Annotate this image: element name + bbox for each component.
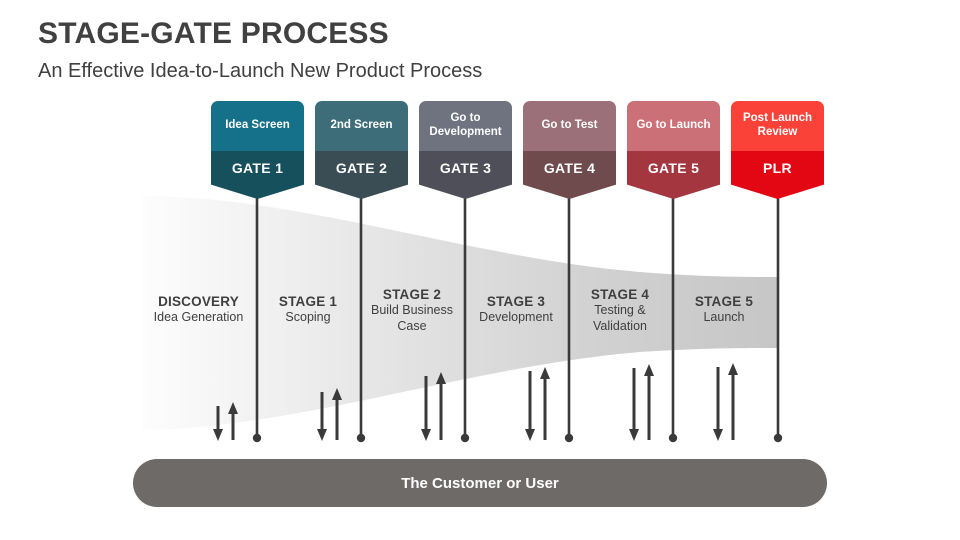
- feedback-arrow-pair-5: [629, 364, 654, 441]
- stage-label-4: STAGE 4 Testing & Validation: [571, 287, 669, 334]
- gate-decision-2[interactable]: 2nd Screen: [315, 101, 408, 151]
- feedback-arrow-up-head-1: [228, 402, 238, 414]
- feedback-arrow-up-head-6: [728, 363, 738, 375]
- gate-label-6: PLR: [763, 159, 792, 176]
- stage-name-3: STAGE 3: [486, 294, 546, 309]
- feedback-arrow-down-head-6: [713, 429, 723, 441]
- feedback-arrow-pair-6: [713, 363, 738, 441]
- gate-body-4[interactable]: GATE 4: [523, 151, 616, 199]
- gate-decision-1[interactable]: Idea Screen: [211, 101, 304, 151]
- feedback-arrow-pair-2: [317, 388, 342, 441]
- gate-label-4: GATE 4: [543, 159, 596, 176]
- feedback-arrow-down-head-4: [525, 429, 535, 441]
- gate-connector-dot-3: [460, 433, 470, 443]
- customer-or-user-bar[interactable]: The Customer or User: [133, 459, 827, 507]
- stage-name-5: STAGE 5: [694, 294, 754, 309]
- gate-column-6[interactable]: Post Launch Review PLR: [731, 101, 824, 199]
- feedback-arrow-down-head-2: [317, 429, 327, 441]
- gate-column-3[interactable]: Go to Development GATE 3: [419, 101, 512, 199]
- gate-column-5[interactable]: Go to Launch GATE 5: [627, 101, 720, 199]
- gate-column-2[interactable]: 2nd Screen GATE 2: [315, 101, 408, 199]
- stage-desc-2: Build Business Case: [371, 303, 453, 333]
- feedback-arrow-up-head-3: [436, 372, 446, 384]
- customer-feedback-arrows: [213, 363, 738, 441]
- gate-decision-3[interactable]: Go to Development: [419, 101, 512, 151]
- gate-column-4[interactable]: Go to Test GATE 4: [523, 101, 616, 199]
- feedback-arrow-up-head-4: [540, 367, 550, 379]
- gate-body-2[interactable]: GATE 2: [315, 151, 408, 199]
- feedback-arrow-pair-1: [213, 402, 238, 441]
- stage-name-4: STAGE 4: [590, 287, 650, 302]
- feedback-arrow-down-head-3: [421, 429, 431, 441]
- gate-label-5: GATE 5: [647, 159, 700, 176]
- gate-connector-dot-5: [668, 433, 678, 443]
- gate-body-6[interactable]: PLR: [731, 151, 824, 199]
- feedback-arrow-up-head-2: [332, 388, 342, 400]
- stage-label-5: STAGE 5 Launch: [675, 294, 773, 326]
- page-subtitle: An Effective Idea-to-Launch New Product …: [38, 60, 483, 82]
- gate-connector-dot-2: [356, 433, 366, 443]
- gate-label-3: GATE 3: [439, 159, 492, 176]
- gate-body-3[interactable]: GATE 3: [419, 151, 512, 199]
- feedback-arrow-down-head-5: [629, 429, 639, 441]
- stage-name-1: STAGE 1: [278, 294, 338, 309]
- gate-body-1[interactable]: GATE 1: [211, 151, 304, 199]
- gate-connector-dot-6: [773, 433, 783, 443]
- gate-decision-5[interactable]: Go to Launch: [627, 101, 720, 151]
- stage-desc-3: Development: [479, 310, 553, 325]
- gate-connector-dot-4: [564, 433, 574, 443]
- stage-label-discovery: DISCOVERY Idea Generation: [142, 294, 255, 326]
- gate-label-1: GATE 1: [231, 159, 284, 176]
- gate-column-1[interactable]: Idea Screen GATE 1: [211, 101, 304, 199]
- stage-desc-5: Launch: [703, 310, 745, 325]
- gate-decision-4[interactable]: Go to Test: [523, 101, 616, 151]
- feedback-arrow-pair-3: [421, 372, 446, 441]
- stage-desc-1: Scoping: [285, 310, 331, 325]
- feedback-arrow-pair-4: [525, 367, 550, 441]
- stage-name-discovery: DISCOVERY: [158, 294, 239, 309]
- stage-desc-4: Testing & Validation: [593, 303, 647, 333]
- gate-decision-6[interactable]: Post Launch Review: [731, 101, 824, 151]
- feedback-arrow-down-head-1: [213, 429, 223, 441]
- gate-body-5[interactable]: GATE 5: [627, 151, 720, 199]
- stage-label-1: STAGE 1 Scoping: [259, 294, 357, 326]
- stage-desc-discovery: Idea Generation: [153, 310, 244, 325]
- gate-connector-dots: [252, 433, 783, 443]
- stage-label-3: STAGE 3 Development: [467, 294, 565, 326]
- stage-label-2: STAGE 2 Build Business Case: [363, 287, 461, 334]
- gate-connector-dot-1: [252, 433, 262, 443]
- stage-name-2: STAGE 2: [382, 287, 442, 302]
- page-title: STAGE-GATE PROCESS: [38, 17, 389, 50]
- feedback-arrow-up-head-5: [644, 364, 654, 376]
- gate-label-2: GATE 2: [335, 159, 388, 176]
